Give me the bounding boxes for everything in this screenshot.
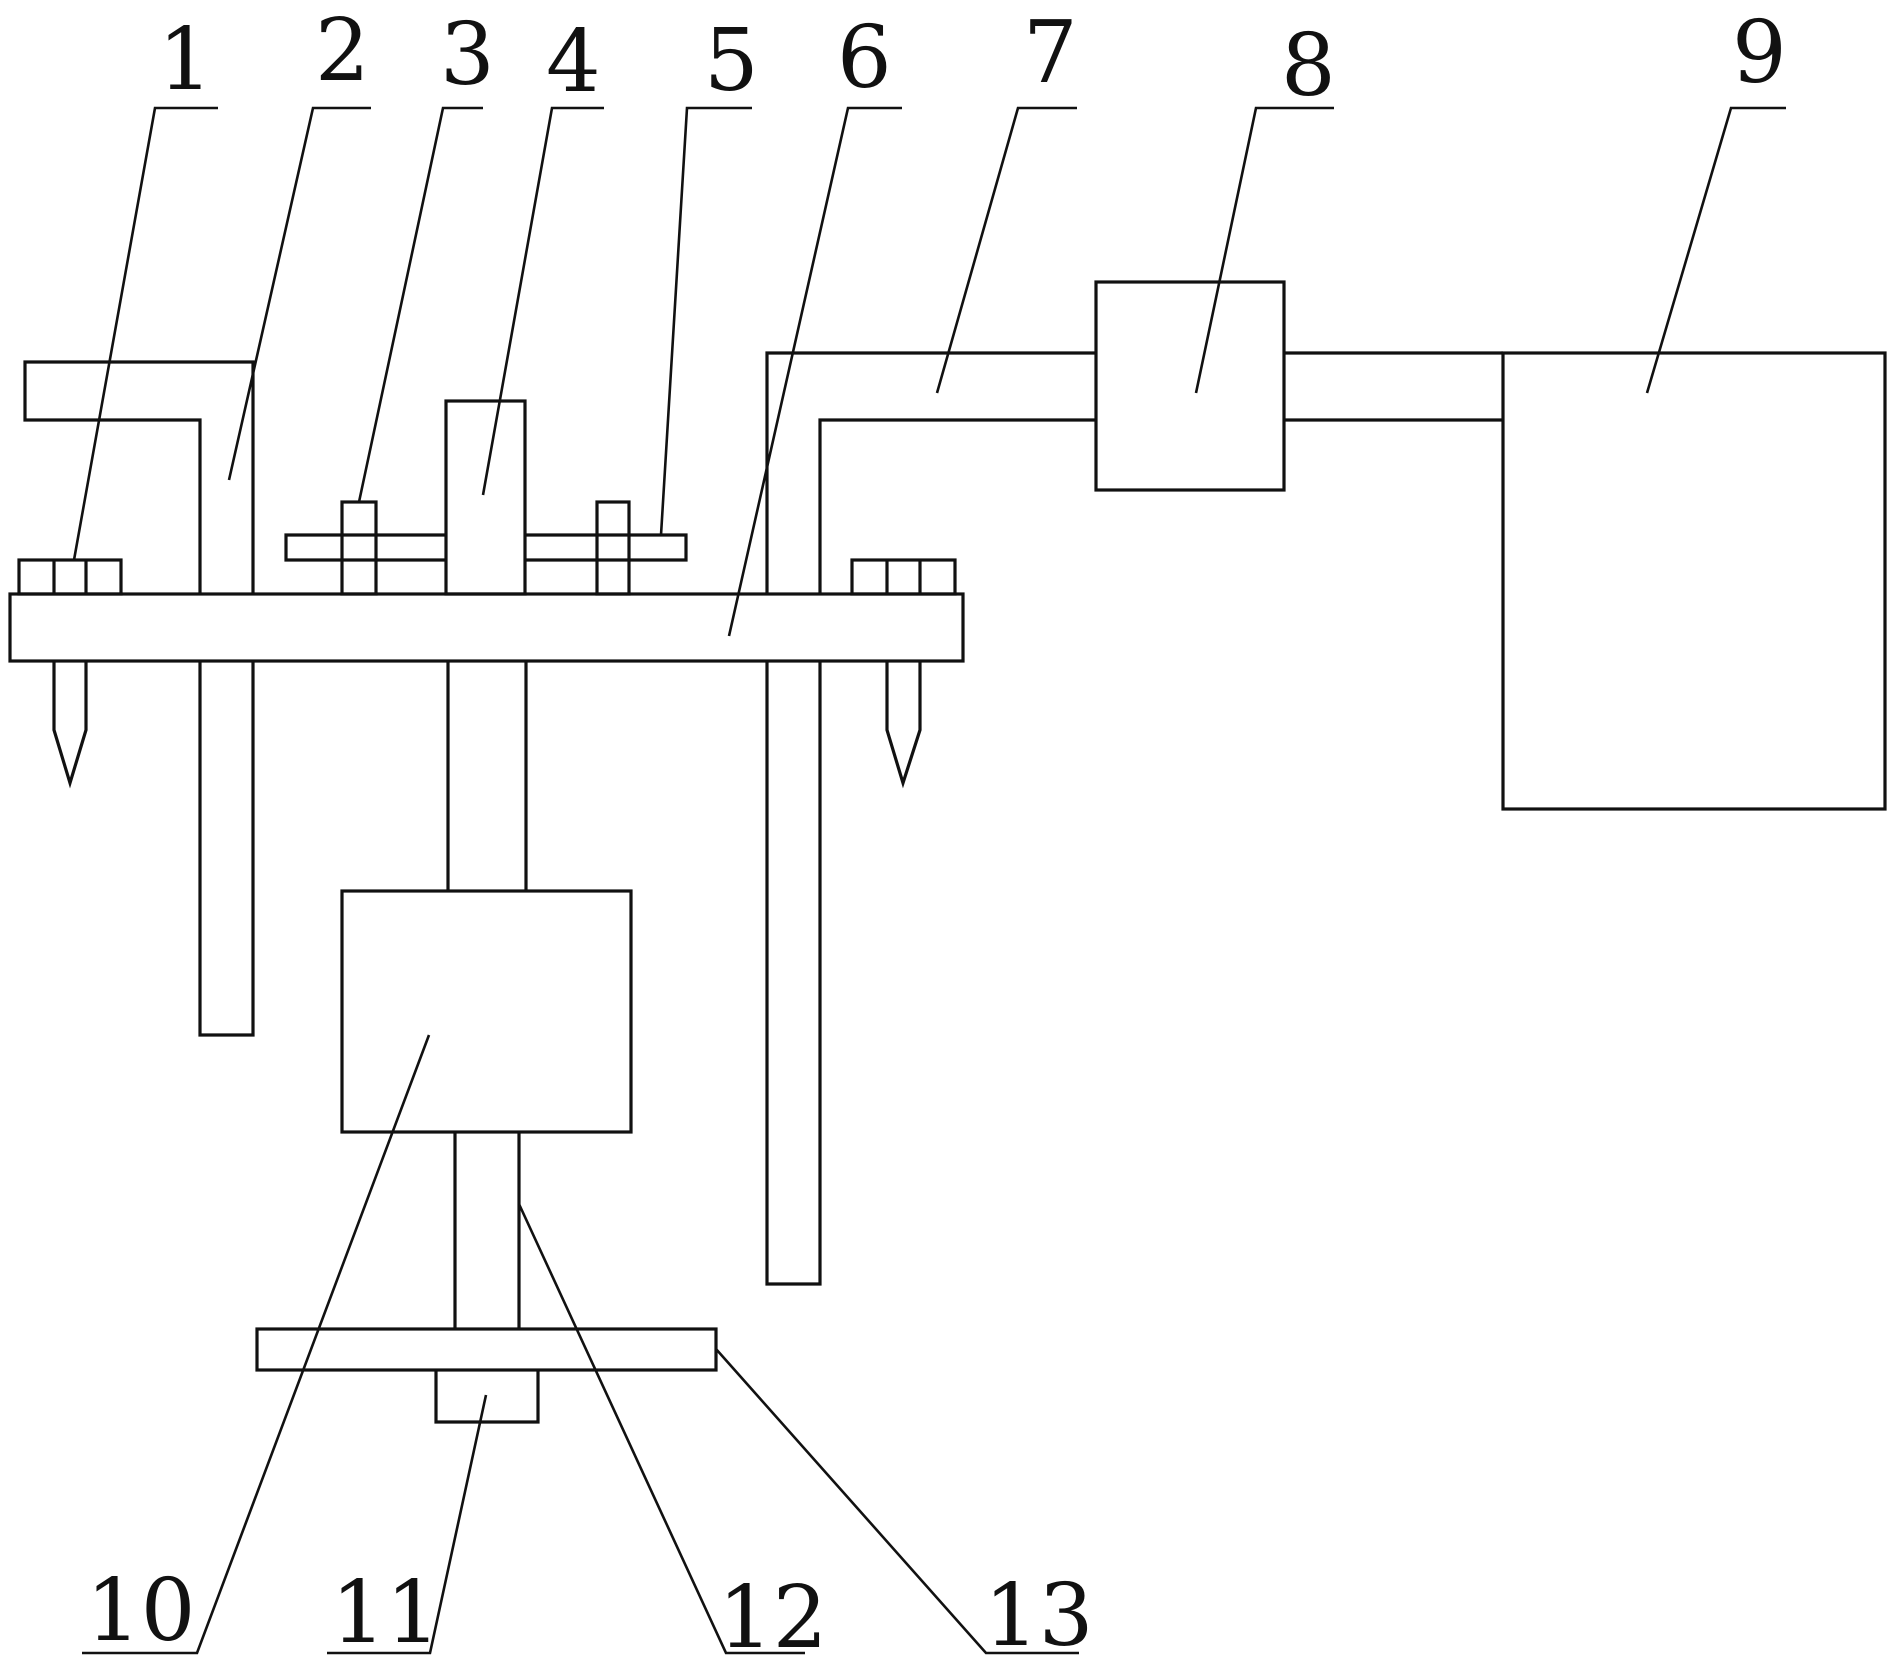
callout-10: 10 xyxy=(86,1561,195,1661)
central-column xyxy=(444,399,527,596)
motor-box xyxy=(340,889,633,1134)
callout-5: 5 xyxy=(704,11,759,111)
left-post xyxy=(340,500,378,596)
cross-bar-left xyxy=(284,533,446,562)
right-l-tube xyxy=(765,351,1096,594)
callout-4: 4 xyxy=(546,12,601,112)
pump-box xyxy=(1094,280,1286,492)
callout-8: 8 xyxy=(1281,16,1336,116)
leader-lines xyxy=(72,106,1786,1655)
right-bolt xyxy=(850,558,957,789)
left-l-tube xyxy=(23,360,255,594)
right-l-tube-inner xyxy=(818,418,1096,594)
callout-9: 9 xyxy=(1732,3,1787,103)
left-bolt xyxy=(17,558,123,789)
cross-bar-right xyxy=(525,533,688,562)
callout-labels: 1 2 3 4 5 6 7 8 9 10 11 12 13 xyxy=(86,1,1787,1668)
right-tube-lower xyxy=(765,661,822,1286)
tank-box xyxy=(1501,351,1887,811)
callout-1: 1 xyxy=(158,10,213,110)
callout-6: 6 xyxy=(837,8,892,108)
right-post xyxy=(595,500,631,596)
main-plate xyxy=(8,592,965,663)
callout-2: 2 xyxy=(315,1,370,101)
callout-12: 12 xyxy=(718,1568,827,1668)
callout-3: 3 xyxy=(440,5,495,105)
callout-7: 7 xyxy=(1023,3,1078,103)
callout-11: 11 xyxy=(331,1563,440,1663)
foot-block xyxy=(434,1370,540,1424)
callout-13: 13 xyxy=(984,1566,1093,1666)
left-tube-lower xyxy=(198,661,255,1037)
base-plate xyxy=(255,1327,718,1372)
